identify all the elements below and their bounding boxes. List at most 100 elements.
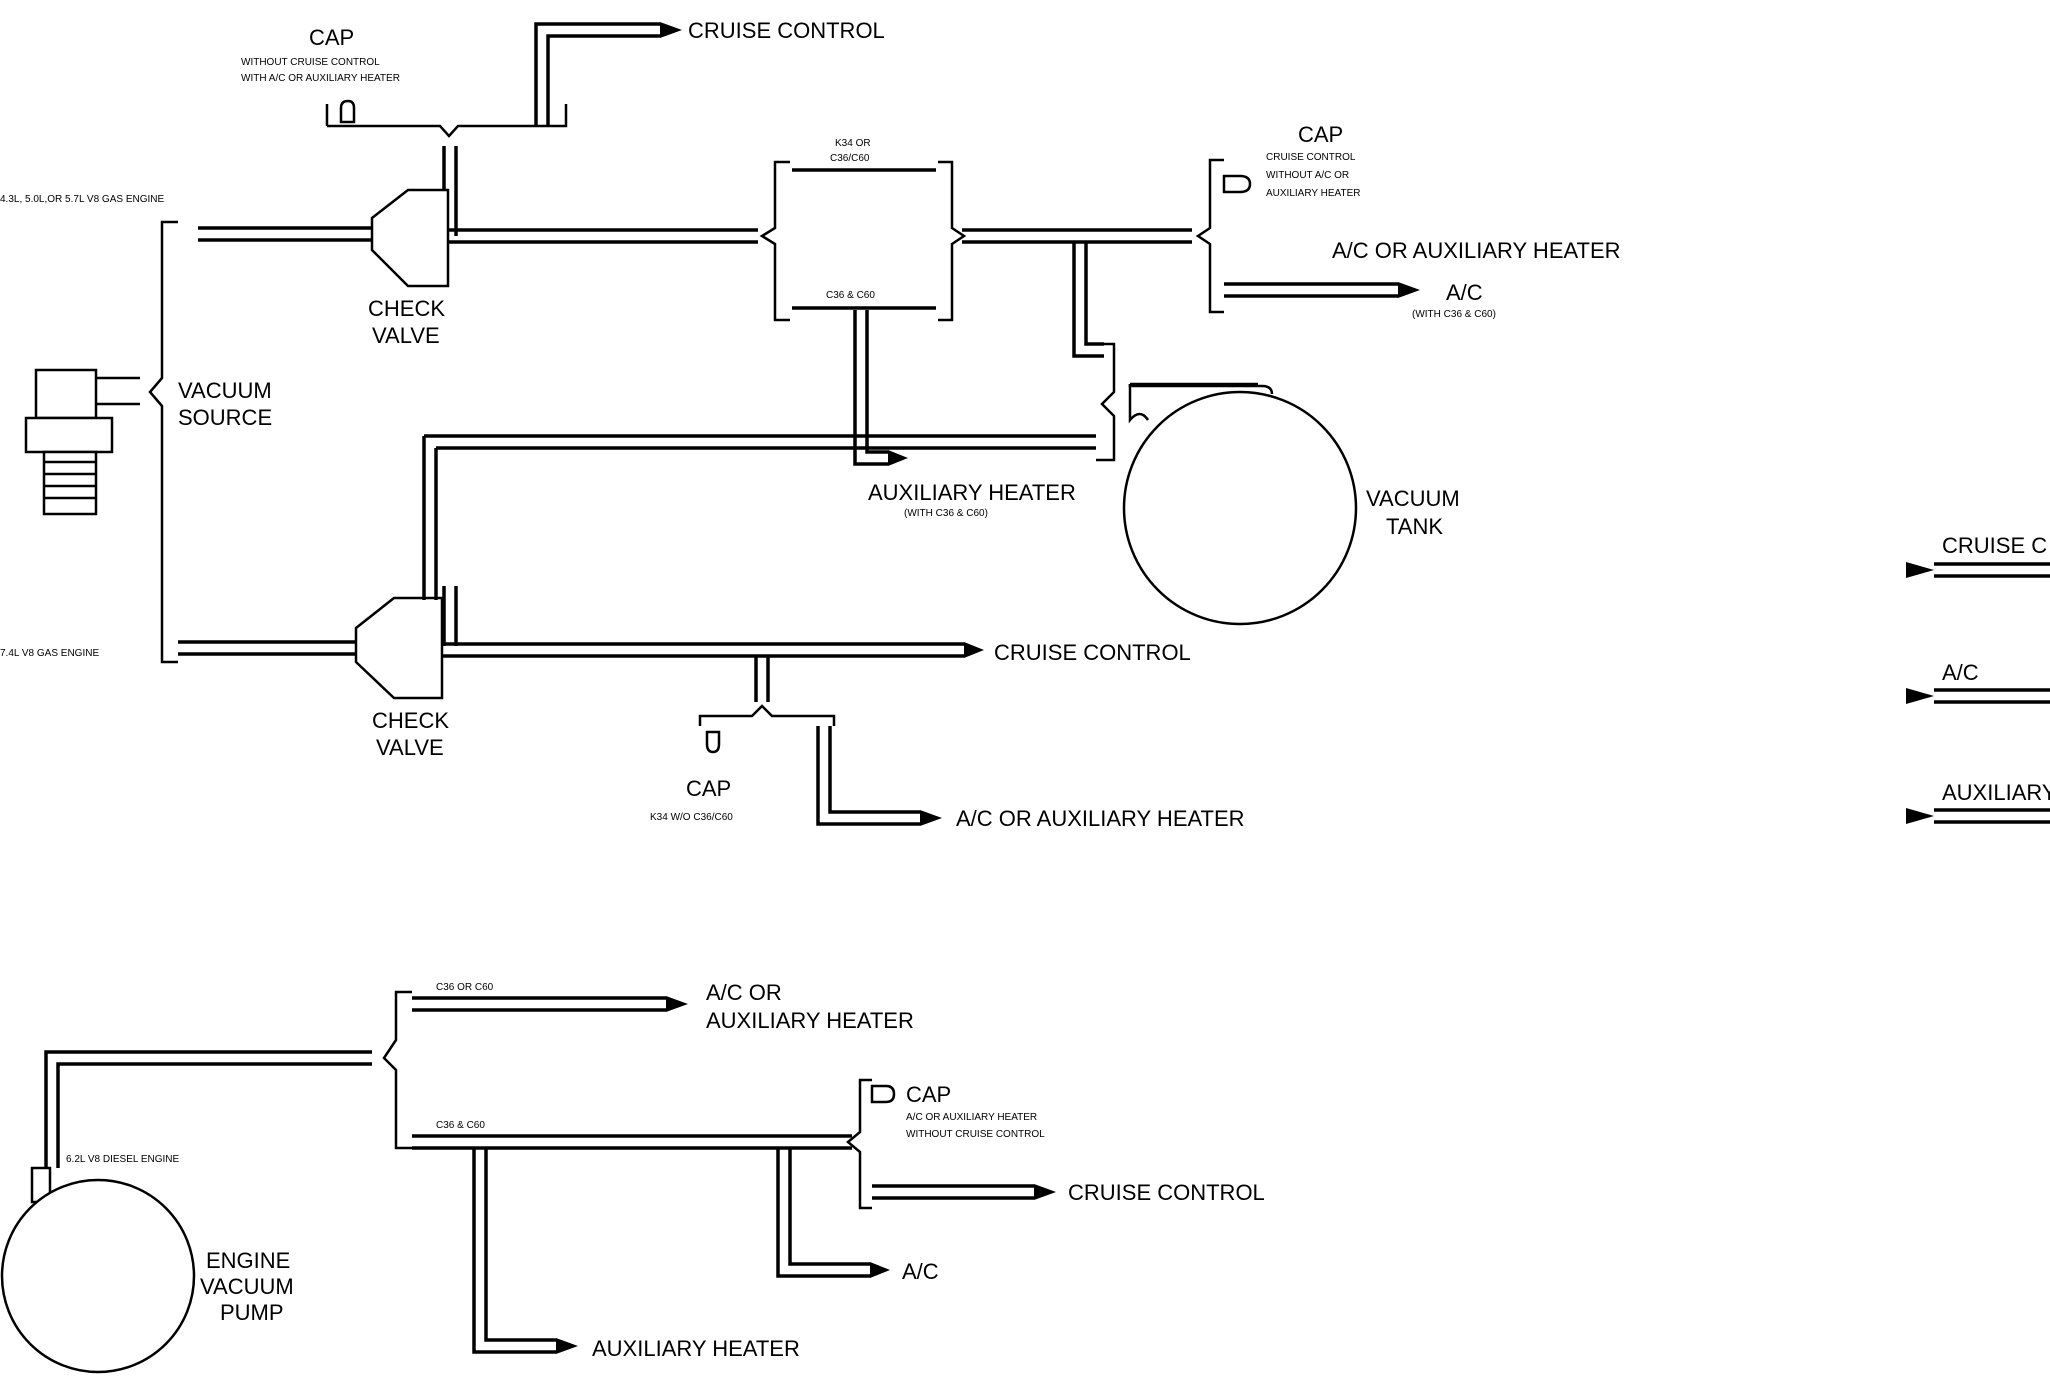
engine-gas-2-label: 7.4L V8 GAS ENGINE — [0, 648, 99, 659]
vacuum-tank-label-1: VACUUM — [1366, 486, 1460, 511]
aux-heater-bottom-label: AUXILIARY HEATER — [592, 1336, 800, 1361]
c36-c60-label-a: C36 & C60 — [826, 290, 875, 301]
engine-gas-1-label: 4.3L, 5.0L,OR 5.7L V8 GAS ENGINE — [0, 194, 164, 205]
diesel-feed-hose — [44, 1050, 372, 1168]
c36-or-c60-label: C36 OR C60 — [436, 982, 494, 993]
engine-pump-label-3: PUMP — [220, 1300, 284, 1325]
aux-heater-bottom-arrow — [556, 1338, 578, 1354]
cap-top-icon — [339, 99, 356, 124]
ac-bottom-hose — [776, 1148, 870, 1278]
vacuum-source-bracket — [148, 220, 178, 664]
ac-aux-mid-arrow — [920, 810, 942, 826]
aux-heater-mid-note: (WITH C36 & C60) — [904, 508, 988, 519]
cruise-mid-label: CRUISE CONTROL — [994, 640, 1191, 665]
engine-vacuum-pump: ENGINE VACUUM PUMP — [0, 1166, 294, 1374]
cap-top-note-1: WITHOUT CRUISE CONTROL — [241, 57, 380, 68]
check-valve-1-label-2: VALVE — [372, 323, 440, 348]
engine-vacuum-pump-icon — [0, 1178, 196, 1374]
check-valve-1: CHECK VALVE — [368, 188, 450, 348]
aux-heater-mid-drop — [853, 310, 888, 466]
junction-left-bracket — [759, 160, 790, 322]
bottom-cap-bracket — [846, 1078, 872, 1210]
mid-cap-bracket — [698, 704, 836, 726]
diesel-bracket — [382, 990, 412, 1150]
cap-bottom-label: CAP — [906, 1082, 951, 1107]
mid-t-hose — [754, 656, 770, 702]
cruise-mid-arrow — [964, 642, 984, 658]
aux-heater-mid-arrow — [888, 450, 908, 466]
ac-bottom-label: A/C — [902, 1259, 939, 1284]
tank-bracket — [1096, 342, 1116, 462]
valve-2-riser-hose — [422, 436, 438, 600]
aux-heater-bottom-hose — [472, 1148, 556, 1354]
cap-right-note-1: CRUISE CONTROL — [1266, 152, 1356, 163]
vacuum-tank-label-2: TANK — [1386, 514, 1443, 539]
fitting-body — [34, 368, 98, 420]
valve-2-riser-inner — [442, 586, 458, 646]
cruise-top-arrow — [660, 22, 682, 38]
legend-cruise-line — [1934, 562, 2050, 578]
cruise-top-label: CRUISE CONTROL — [688, 18, 885, 43]
junction-to-right-hose — [962, 228, 1192, 244]
ac-right-note: (WITH C36 & C60) — [1412, 309, 1496, 320]
cap-bottom-note-2: WITHOUT CRUISE CONTROL — [906, 1129, 1045, 1140]
valve-1-to-junction-hose — [448, 228, 758, 244]
legend-aux-label: AUXILIARY — [1942, 780, 2050, 805]
cap-mid-label: CAP — [686, 776, 731, 801]
cap-mid-note: K34 W/O C36/C60 — [650, 812, 733, 823]
vacuum-tank-fitting — [1128, 382, 1258, 424]
engine-to-valve-2-hose — [178, 640, 356, 656]
legend-aux-arrow — [1906, 808, 1934, 824]
check-valve-2-label-2: VALVE — [376, 735, 444, 760]
ac-aux-mid-hose — [816, 726, 920, 826]
ac-right-label: A/C — [1446, 280, 1483, 305]
k34-label-1: K34 OR — [835, 138, 871, 149]
diesel-main-hose — [412, 1134, 852, 1150]
cruise-bottom-label: CRUISE CONTROL — [1068, 1180, 1265, 1205]
engine-pump-label-1: ENGINE — [206, 1248, 290, 1273]
vacuum-tank: VACUUM TANK — [1122, 382, 1460, 626]
ac-aux-mid-label: A/C OR AUXILIARY HEATER — [956, 806, 1245, 831]
cap-bottom-note-1: A/C OR AUXILIARY HEATER — [906, 1112, 1037, 1123]
check-valve-1-icon — [370, 188, 450, 288]
cruise-top-group: CRUISE CONTROL — [534, 18, 885, 126]
check-valve-1-label-1: CHECK — [368, 296, 445, 321]
fitting-port — [96, 376, 140, 406]
junction-right-bracket — [938, 160, 967, 322]
cap-right-note-3: AUXILIARY HEATER — [1266, 188, 1360, 199]
check-valve-2-icon — [354, 596, 444, 700]
vacuum-source-label-2: SOURCE — [178, 405, 272, 430]
ac-right-hose — [1224, 282, 1398, 298]
junction-box: K34 OR C36/C60 C36 & C60 — [759, 138, 967, 322]
mid-horizontal-hose — [424, 434, 1096, 450]
top-cap-group: CAP WITHOUT CRUISE CONTROL WITH A/C OR A… — [241, 25, 568, 138]
valve-2-to-cruise-hose — [442, 642, 964, 658]
legend-cruise-arrow — [1906, 562, 1934, 578]
ac-right-arrow — [1398, 282, 1420, 298]
check-valve-2: CHECK VALVE — [354, 596, 449, 760]
ac-or-label-1: A/C OR — [706, 980, 782, 1005]
fitting-nut — [24, 416, 114, 454]
cap-top-label: CAP — [309, 25, 354, 50]
cap-right-note-2: WITHOUT A/C OR — [1266, 170, 1349, 181]
vacuum-tank-icon — [1122, 390, 1358, 626]
legend-ac-line — [1934, 688, 2050, 704]
cruise-top-hose — [534, 22, 660, 126]
tank-drop-hose — [1072, 242, 1104, 358]
fitting-thread-lines — [44, 460, 96, 500]
cap-top-bracket — [325, 104, 568, 138]
right-cap-group: CAP CRUISE CONTROL WITHOUT A/C OR AUXILI… — [1195, 122, 1621, 320]
cruise-bottom-arrow — [1034, 1184, 1056, 1200]
ac-or-arrow — [666, 996, 688, 1012]
ac-or-label-2: AUXILIARY HEATER — [706, 1008, 914, 1033]
aux-heater-mid-label: AUXILIARY HEATER — [868, 480, 1076, 505]
engine-pump-label-2: VACUUM — [200, 1274, 294, 1299]
legend-cruise-label: CRUISE C — [1942, 533, 2047, 558]
legend-aux-line — [1934, 808, 2050, 824]
cap-top-note-2: WITH A/C OR AUXILIARY HEATER — [241, 73, 400, 84]
right-cap-bracket — [1195, 158, 1224, 314]
ac-aux-right-label: A/C OR AUXILIARY HEATER — [1332, 238, 1621, 263]
cap-right-icon — [1222, 174, 1252, 194]
vacuum-source-fitting — [24, 368, 140, 516]
